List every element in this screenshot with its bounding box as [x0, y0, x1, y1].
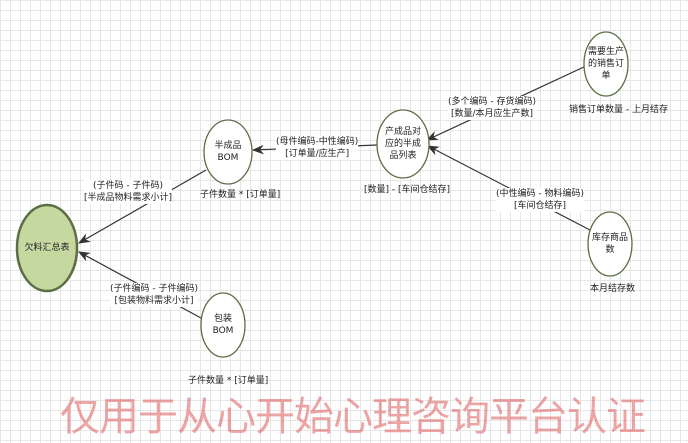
label-pack-note: 子件数量 * [订单量] — [188, 376, 269, 386]
node-pack-bom[interactable]: 包装 BOM — [212, 314, 234, 336]
node-product-list-shape — [376, 109, 430, 179]
label-bom-to-summary: (子件码 - 子件码) [半成品物料需求小计] — [84, 180, 173, 204]
node-pack-bom-shape — [200, 292, 246, 358]
node-product-list[interactable]: 产成品对 应的半成 品列表 — [384, 127, 421, 161]
label-inventory-to-list: (中性编码 - 物料编码) [车间仓结存] — [496, 188, 584, 212]
label-bom-note: 子件数量 * [订单量] — [200, 190, 281, 200]
node-semi-bom-shape — [203, 119, 253, 185]
node-sales-order-shape — [583, 31, 629, 97]
node-summary[interactable]: 欠料汇总表 — [24, 243, 70, 253]
node-summary-shape — [15, 203, 79, 293]
label-sales-note: 销售订单数量 - 上月结存 — [569, 105, 668, 115]
label-list-note: [数量] - [车间仓结存] — [364, 185, 451, 195]
label-inventory-note: 本月结存数 — [590, 284, 636, 294]
label-list-to-bom: (母件编码-中性编码) [订单量/应生产] — [276, 136, 359, 160]
node-inventory-shape — [587, 211, 633, 277]
label-sales-to-list: (多个编码 - 存货编码) [数量/本月应生产数] — [448, 96, 536, 120]
watermark: 仅用于从心开始心理咨询平台认证 — [60, 394, 646, 440]
node-sales-order[interactable]: 需要生产 的销售订 单 — [587, 47, 624, 81]
node-semi-bom[interactable]: 半成品 BOM — [214, 141, 242, 163]
edge-bom-to-summary — [77, 169, 207, 244]
label-pack-to-summary: (子件编码 - 子件编码) [包装物料需求小计] — [110, 283, 198, 307]
node-inventory[interactable]: 库存商品 数 — [591, 233, 628, 255]
